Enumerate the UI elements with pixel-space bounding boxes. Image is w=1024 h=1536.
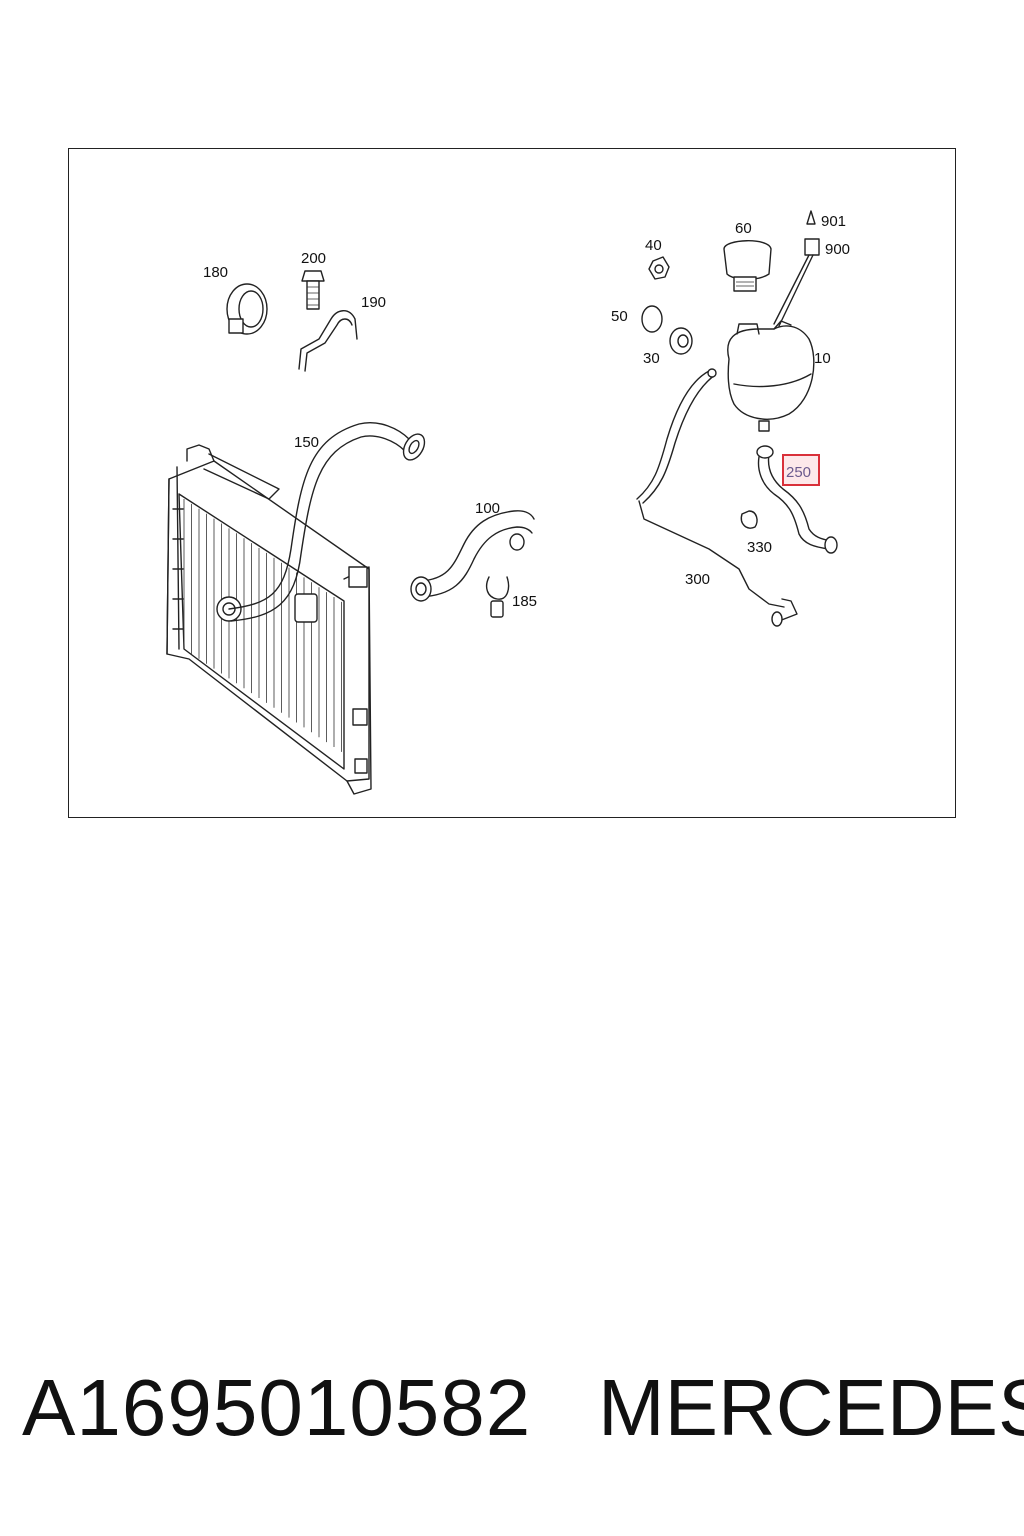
callout-40: 40 (645, 237, 662, 254)
grommet-30-drawing (669, 327, 693, 355)
bolt-200-drawing (301, 270, 325, 310)
callout-10: 10 (814, 350, 831, 367)
plug-50-drawing (641, 305, 663, 333)
caption-bar: A1695010582 MERCEDES (0, 1368, 1024, 1478)
cap-60-drawing (723, 240, 772, 292)
radiator-drawing (166, 444, 372, 795)
callout-180: 180 (203, 264, 228, 281)
callout-100: 100 (475, 500, 500, 517)
nut-40-drawing (648, 256, 670, 280)
clamp-185-drawing (485, 576, 510, 618)
hose-100-drawing (410, 510, 535, 602)
callout-30: 30 (643, 350, 660, 367)
callout-185: 185 (512, 593, 537, 610)
callout-250-highlight (782, 454, 820, 486)
hose-150-drawing (228, 422, 426, 622)
parts-diagram: 180 200 190 150 100 185 40 60 901 900 50… (68, 148, 956, 818)
callout-60: 60 (735, 220, 752, 237)
brand-name: MERCEDES (598, 1363, 1024, 1452)
callout-labels: 180 200 190 150 100 185 40 60 901 900 50… (203, 213, 850, 610)
callout-901: 901 (821, 213, 846, 230)
clamp-180-drawing (226, 283, 268, 335)
callout-300: 300 (685, 571, 710, 588)
callout-50: 50 (611, 308, 628, 325)
callout-190: 190 (361, 294, 386, 311)
part-number: A1695010582 (22, 1363, 532, 1452)
bracket-190-drawing (298, 310, 358, 372)
callout-330: 330 (747, 539, 772, 556)
hose-300-drawing (636, 368, 798, 627)
callout-200: 200 (301, 250, 326, 267)
exploded-view-drawing: 180 200 190 150 100 185 40 60 901 900 50… (166, 210, 850, 795)
callout-900: 900 (825, 241, 850, 258)
hose-250-drawing (756, 445, 838, 554)
callout-250: 250 (786, 464, 811, 481)
callout-150: 150 (294, 434, 319, 451)
sensor-900-drawing (773, 210, 820, 327)
clip-330-drawing (740, 510, 758, 529)
expansion-tank-10-drawing (727, 320, 815, 432)
